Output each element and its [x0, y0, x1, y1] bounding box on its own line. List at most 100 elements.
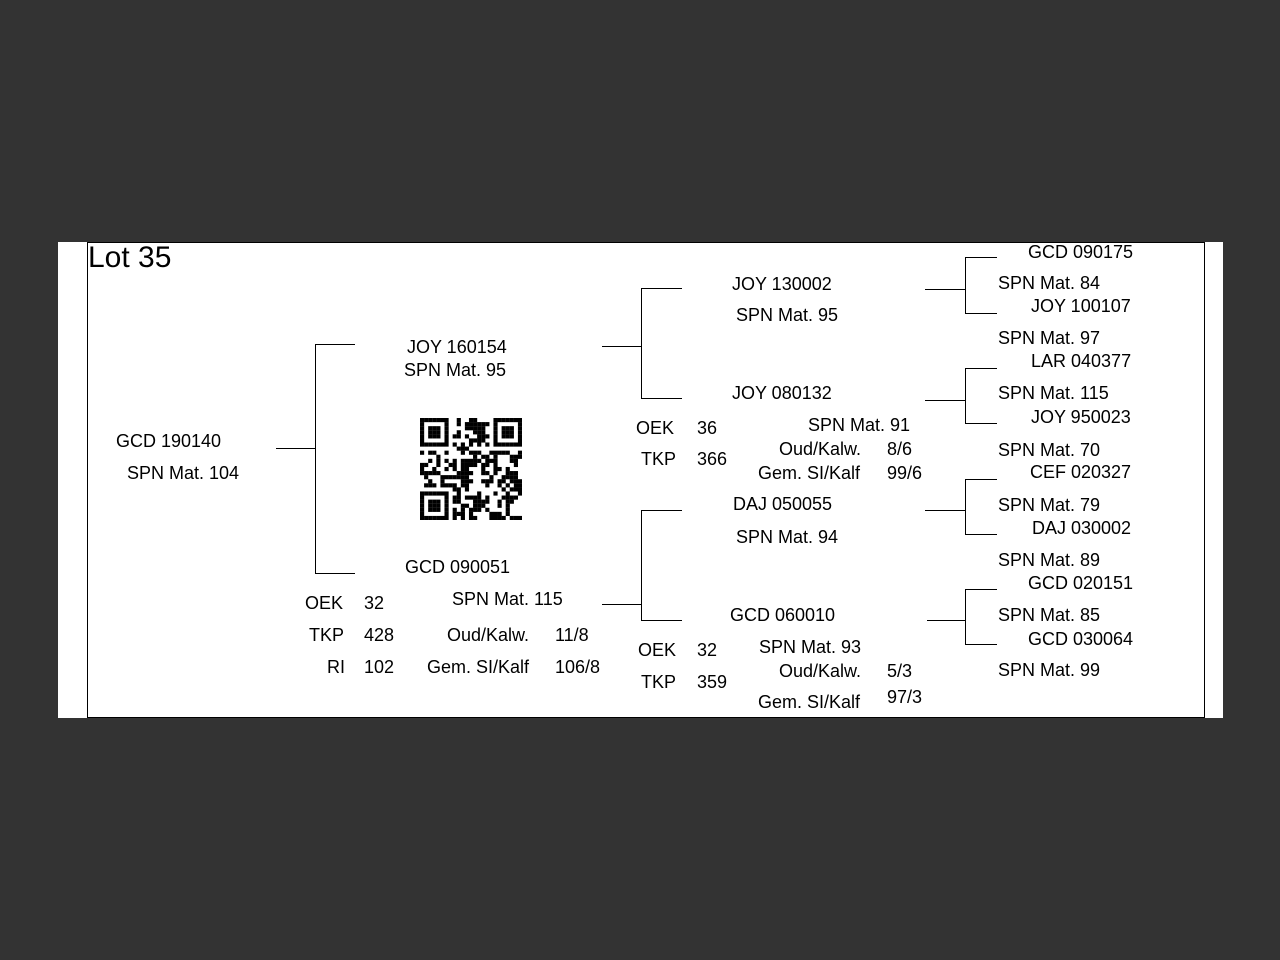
- dam-dam-gem-value: 97/3: [887, 687, 923, 707]
- qr-module: [456, 495, 461, 500]
- connector-line: [927, 620, 965, 621]
- qr-module: [448, 462, 453, 468]
- qr-module: [493, 471, 498, 476]
- qr-module: [424, 483, 429, 488]
- qr-module: [477, 422, 482, 427]
- connector-line: [965, 257, 997, 258]
- qr-module: [456, 434, 461, 439]
- qr-module: [493, 466, 498, 472]
- qr-module: [436, 491, 441, 496]
- qr-module: [493, 434, 498, 439]
- qr-module: [473, 503, 478, 508]
- qr-module: [489, 511, 494, 517]
- qr-module: [517, 454, 522, 459]
- qr-module: [485, 507, 490, 512]
- sire-dam-oud-value: 8/6: [887, 439, 913, 459]
- qr-module: [517, 515, 522, 520]
- qr-module: [509, 454, 514, 459]
- qr-module: [464, 466, 470, 472]
- qr-module: [436, 426, 441, 431]
- qr-module: [464, 483, 470, 488]
- qr-module: [460, 450, 465, 455]
- qr-module: [468, 507, 474, 512]
- gen3-spn: SPN Mat. 70: [998, 440, 1101, 460]
- qr-module: [464, 475, 470, 480]
- qr-module: [509, 418, 514, 423]
- qr-module: [456, 491, 461, 496]
- qr-module: [452, 458, 457, 463]
- qr-module: [456, 446, 461, 451]
- qr-module: [468, 515, 474, 520]
- qr-module: [420, 434, 425, 439]
- qr-module: [464, 426, 470, 431]
- qr-module: [501, 515, 506, 520]
- qr-module: [444, 515, 449, 520]
- qr-module: [452, 495, 457, 500]
- qr-module: [420, 450, 425, 455]
- qr-module: [432, 466, 437, 472]
- qr-module: [513, 515, 519, 520]
- qr-module: [440, 442, 445, 447]
- qr-module: [473, 450, 478, 455]
- dam-dam-name: GCD 060010: [730, 605, 836, 625]
- gen3-spn: SPN Mat. 115: [998, 383, 1109, 403]
- qr-module: [485, 434, 490, 439]
- qr-module: [513, 454, 519, 459]
- qr-module: [420, 511, 425, 517]
- qr-module: [436, 471, 441, 476]
- qr-module: [432, 434, 437, 439]
- qr-module: [481, 454, 486, 459]
- connector-line: [925, 510, 965, 511]
- qr-module: [460, 462, 465, 468]
- qr-module: [473, 515, 478, 520]
- qr-module: [460, 466, 465, 472]
- qr-module: [481, 479, 486, 484]
- qr-module: [497, 483, 502, 488]
- dam-name: GCD 090051: [405, 557, 511, 577]
- qr-module: [420, 491, 425, 496]
- qr-module: [460, 479, 465, 484]
- qr-code-icon: [420, 418, 522, 520]
- qr-module: [444, 450, 449, 455]
- qr-module: [452, 511, 457, 517]
- qr-module: [473, 426, 478, 431]
- qr-module: [513, 458, 519, 463]
- qr-module: [456, 475, 461, 480]
- qr-module: [452, 487, 457, 492]
- connector-line: [641, 288, 642, 399]
- qr-module: [428, 418, 433, 423]
- connector-line: [276, 448, 316, 449]
- qr-module: [444, 495, 449, 500]
- qr-module: [432, 418, 437, 423]
- sire-dam-tkp-value: 366: [697, 449, 728, 469]
- qr-module: [432, 430, 437, 435]
- qr-module: [517, 450, 522, 455]
- dam-oek-value: 32: [364, 593, 385, 613]
- qr-module: [432, 471, 437, 476]
- qr-module: [428, 491, 433, 496]
- qr-module: [493, 450, 498, 455]
- dam-dam-spn: SPN Mat. 93: [759, 637, 862, 657]
- gen3-spn: SPN Mat. 84: [998, 273, 1101, 293]
- qr-module: [473, 499, 478, 504]
- qr-module: [428, 434, 433, 439]
- qr-module: [464, 495, 470, 500]
- qr-module: [513, 479, 519, 484]
- sire-sire-spn: SPN Mat. 95: [736, 305, 839, 325]
- qr-module: [513, 462, 519, 468]
- qr-module: [436, 507, 441, 512]
- qr-module: [436, 418, 441, 423]
- qr-module: [444, 442, 449, 447]
- qr-module: [509, 471, 514, 476]
- gen3-name: JOY 950023: [1031, 407, 1131, 427]
- qr-module: [493, 430, 498, 435]
- qr-module: [513, 471, 519, 476]
- qr-module: [485, 462, 490, 468]
- qr-module: [493, 442, 498, 447]
- qr-module: [473, 462, 478, 468]
- qr-module: [468, 438, 474, 443]
- connector-line: [641, 398, 682, 399]
- qr-module: [481, 430, 486, 435]
- qr-module: [436, 462, 441, 468]
- qr-module: [468, 495, 474, 500]
